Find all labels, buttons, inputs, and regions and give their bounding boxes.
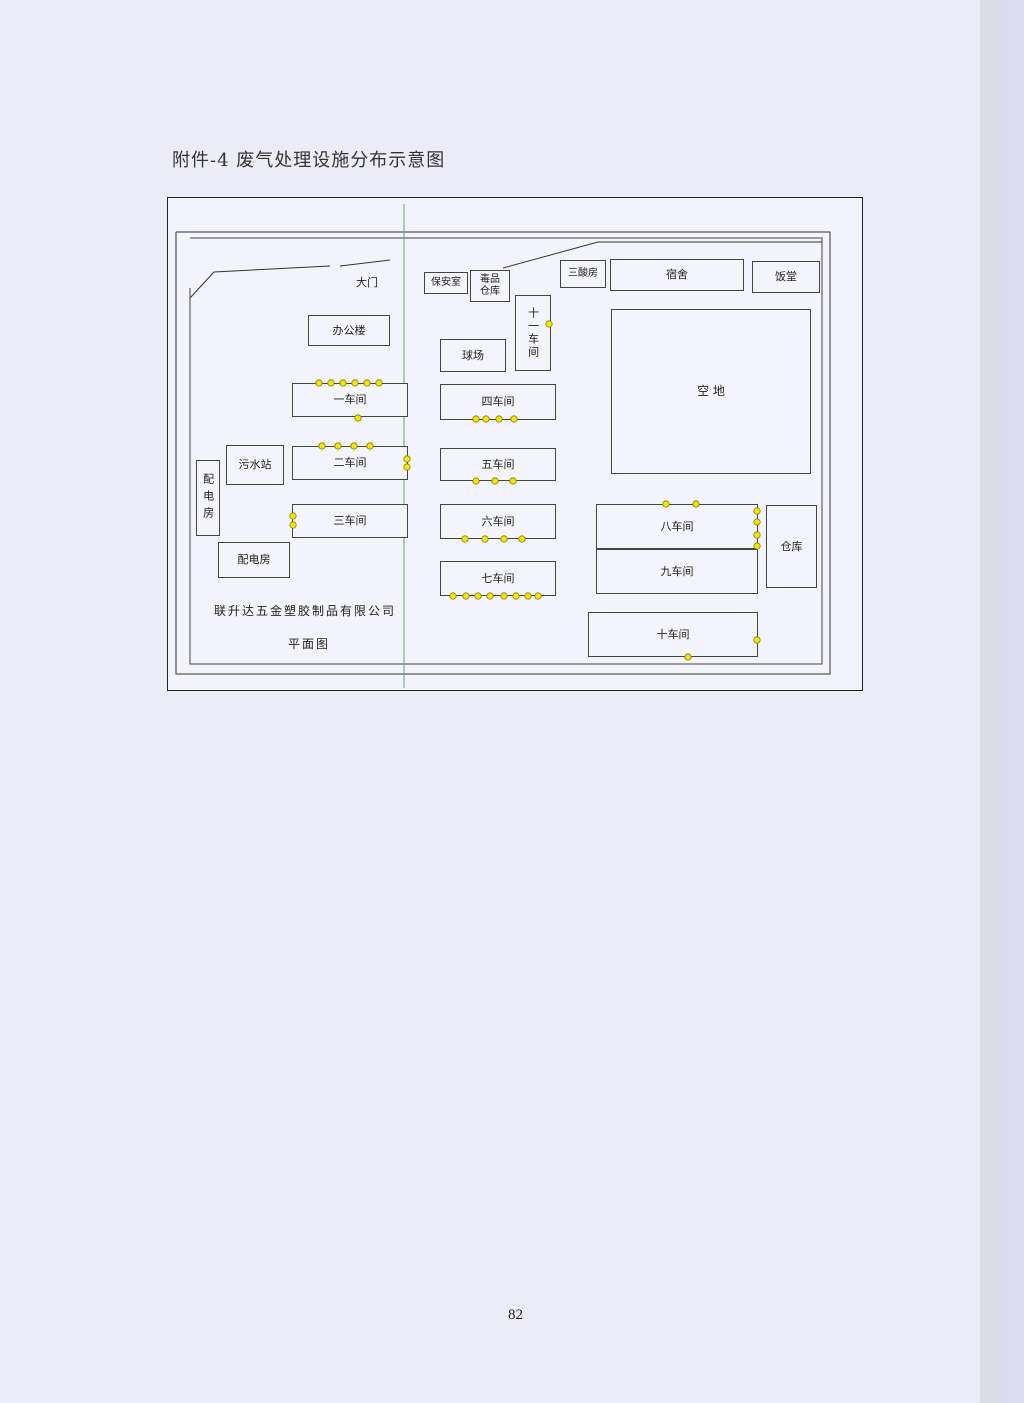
exhaust-facility-marker: [354, 414, 362, 422]
exhaust-facility-marker: [481, 535, 489, 543]
exhaust-facility-marker: [510, 415, 518, 423]
exhaust-facility-marker: [500, 592, 508, 600]
exhaust-facility-marker: [684, 653, 692, 661]
exhaust-facility-marker: [366, 442, 374, 450]
exhaust-facility-marker: [486, 592, 494, 600]
exhaust-facility-marker: [474, 592, 482, 600]
gate-wall-right: [502, 241, 822, 269]
compound-boundary: [175, 231, 831, 675]
exhaust-facility-marker: [327, 379, 335, 387]
exhaust-facility-marker: [403, 455, 411, 463]
page-number: 82: [508, 1307, 523, 1323]
gate-wall-mid: [339, 259, 391, 267]
exhaust-facility-marker: [289, 512, 297, 520]
workshop-6: 六车间: [440, 504, 556, 539]
exhaust-facility-marker: [662, 500, 670, 508]
ball-court: 球场: [440, 339, 506, 372]
gate-label: 大门: [356, 276, 378, 289]
exhaust-facility-marker: [518, 535, 526, 543]
exhaust-facility-marker: [524, 592, 532, 600]
page-title: 附件-4 废气处理设施分布示意图: [172, 150, 446, 171]
exhaust-facility-marker: [318, 442, 326, 450]
exhaust-facility-marker: [472, 415, 480, 423]
company-name: 联升达五金塑胶制品有限公司: [214, 604, 397, 618]
workshop-8: 八车间: [596, 504, 758, 549]
acid-room: 三酸房: [560, 260, 606, 288]
warehouse: 仓库: [766, 505, 817, 588]
exhaust-facility-marker: [753, 518, 761, 526]
guard-room: 保安室: [424, 272, 468, 294]
workshop-11: 十一车间: [515, 295, 551, 371]
toxic-warehouse: 毒品 仓库: [470, 270, 510, 302]
torn-edge: [980, 0, 1004, 1403]
dormitory: 宿舍: [610, 259, 744, 291]
exhaust-facility-marker: [289, 521, 297, 529]
workshop-4: 四车间: [440, 384, 556, 420]
exhaust-facility-marker: [350, 442, 358, 450]
exhaust-facility-marker: [315, 379, 323, 387]
exhaust-facility-marker: [495, 415, 503, 423]
exhaust-facility-marker: [375, 379, 383, 387]
exhaust-facility-marker: [472, 477, 480, 485]
exhaust-facility-marker: [334, 442, 342, 450]
exhaust-facility-marker: [753, 542, 761, 550]
workshop-10: 十车间: [588, 612, 758, 657]
gate-wall-left: [189, 265, 331, 299]
workshop-1: 一车间: [292, 383, 408, 417]
exhaust-facility-marker: [339, 379, 347, 387]
exhaust-markers: [289, 320, 761, 661]
office-building: 办公楼: [308, 315, 390, 346]
exhaust-facility-marker: [462, 592, 470, 600]
exhaust-facility-marker: [491, 477, 499, 485]
canteen: 饭堂: [752, 261, 820, 293]
exhaust-facility-marker: [534, 592, 542, 600]
exhaust-facility-marker: [545, 320, 553, 328]
exhaust-facility-marker: [351, 379, 359, 387]
workshop-2: 二车间: [292, 446, 408, 480]
site-plan: 大门 保安室 毒品 仓库 三酸房 宿舍 饭堂 办公楼 十一车间 球场 空 地 一…: [167, 197, 863, 691]
plan-subtitle: 平面图: [288, 637, 331, 651]
exhaust-facility-marker: [363, 379, 371, 387]
workshop-9: 九车间: [596, 549, 758, 594]
exhaust-facility-marker: [692, 500, 700, 508]
inner-boundary: [189, 237, 823, 665]
power-room: 配电房: [218, 542, 290, 578]
exhaust-facility-marker: [482, 415, 490, 423]
exhaust-facility-marker: [753, 636, 761, 644]
open-space: 空 地: [611, 309, 811, 474]
power-room-left: 配电房: [196, 460, 220, 536]
workshop-7: 七车间: [440, 561, 556, 596]
exhaust-facility-marker: [509, 477, 517, 485]
exhaust-facility-marker: [403, 463, 411, 471]
exhaust-facility-marker: [512, 592, 520, 600]
exhaust-facility-marker: [753, 507, 761, 515]
exhaust-facility-marker: [500, 535, 508, 543]
exhaust-facility-marker: [753, 531, 761, 539]
sewage-station: 污水站: [226, 445, 284, 485]
exhaust-facility-marker: [449, 592, 457, 600]
workshop-3: 三车间: [292, 504, 408, 538]
exhaust-facility-marker: [461, 535, 469, 543]
